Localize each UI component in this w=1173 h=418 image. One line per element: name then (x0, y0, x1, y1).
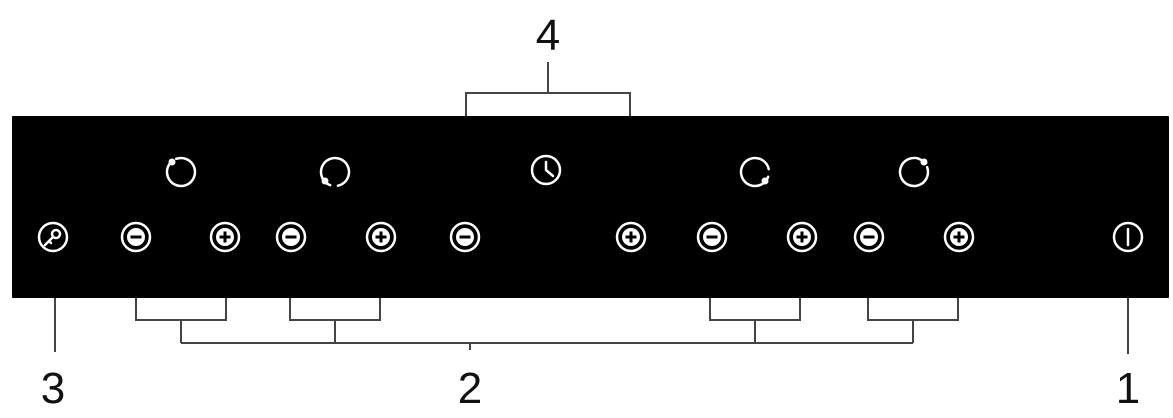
cooking-zone-icon (739, 156, 771, 188)
callout-2: 2 (458, 364, 482, 413)
key-icon[interactable] (37, 221, 69, 253)
plus-icon[interactable] (365, 221, 397, 253)
callout-4: 4 (536, 11, 560, 60)
minus-icon[interactable] (275, 221, 307, 253)
control-panel (12, 116, 1169, 298)
callout-1: 1 (1116, 364, 1140, 413)
plus-icon[interactable] (943, 221, 975, 253)
plus-icon[interactable] (209, 221, 241, 253)
zone-controls-brackets (135, 298, 959, 350)
callout-3: 3 (41, 364, 65, 413)
cooking-zone-icon (165, 156, 197, 188)
minus-icon[interactable] (120, 221, 152, 253)
timer-bracket (465, 62, 631, 116)
power-icon[interactable] (1112, 221, 1144, 253)
plus-icon[interactable] (786, 221, 818, 253)
minus-icon[interactable] (696, 221, 728, 253)
cooking-zone-icon (898, 156, 930, 188)
clock-icon (530, 154, 562, 186)
cooking-zone-icon (319, 156, 351, 188)
plus-icon[interactable] (615, 221, 647, 253)
minus-icon[interactable] (449, 221, 481, 253)
minus-icon[interactable] (853, 221, 885, 253)
